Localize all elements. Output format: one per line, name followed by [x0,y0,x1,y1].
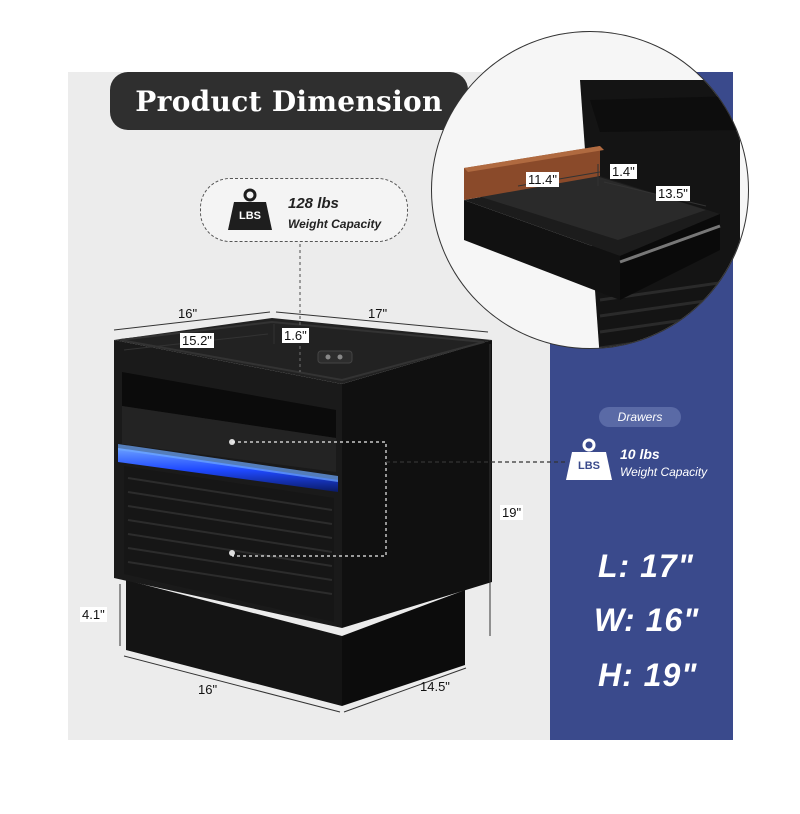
cabinet-side [342,340,492,628]
dim-base-depth: 14.5" [420,679,450,694]
open-shelf [122,372,336,438]
top-weight-value: 128 lbs [288,195,339,212]
top-rim [119,320,485,382]
door-slats [127,477,333,595]
drawer-front [122,406,336,472]
drawer-weight-icon [566,438,612,480]
page-title: Product Dimension [110,72,468,130]
spec-width: W: 16" [594,602,700,638]
dim-base-width: 16" [198,682,218,697]
drawer-weight-value: 10 lbs [620,446,660,462]
base-front [126,580,342,706]
drawer-weight-caption: Weight Capacity [620,465,708,479]
dim-top-depth: 17" [368,306,388,321]
dim-height: 19" [500,505,524,520]
charging-port [317,350,353,364]
drawer-dim-depth: 13.5" [656,186,690,201]
led-strip [118,448,338,492]
weight-icon-label: LBS [239,210,261,222]
drawers-tag: Drawers [599,407,681,427]
slatted-door [124,466,334,622]
dim-top-width: 16" [178,306,198,321]
drawer-dim-height: 1.4" [610,164,637,179]
spec-height: H: 19" [598,657,698,693]
inset-drawer-front [464,200,620,300]
dim-base-height: 4.1" [80,607,107,622]
drawer-weight-icon-label: LBS [578,460,600,472]
weight-icon [228,188,272,230]
dim-rim-height: 1.6" [282,328,309,343]
base-side [342,590,465,706]
drawer-dim-width: 11.4" [526,172,559,187]
top-weight-caption: Weight Capacity [288,217,382,231]
dim-inner-width: 15.2" [180,333,214,348]
spec-length: L: 17" [598,548,694,584]
